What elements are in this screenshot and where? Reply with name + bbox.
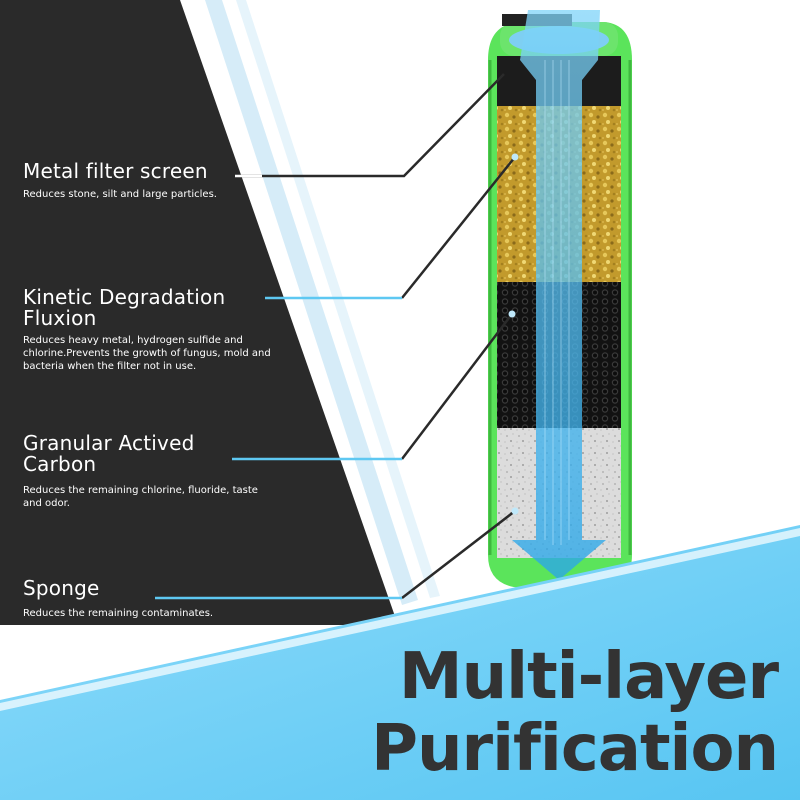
layer-title-sponge: Sponge (23, 576, 100, 600)
filter-cartridge (488, 10, 632, 588)
stripe-left (205, 0, 418, 605)
headline-line1: Multi-layer (398, 640, 779, 714)
layer-desc-metal-filter: Reduces stone, silt and large particles. (23, 189, 217, 200)
layer-desc-kdf: Reduces heavy metal, hydrogen sulfide an… (23, 335, 271, 372)
bottom-band (0, 525, 800, 800)
layer-desc-granular-carbon: Reduces the remaining chlorine, fluoride… (23, 485, 258, 509)
layer-title-kdf: Kinetic Degradation Fluxion (23, 285, 226, 330)
layer-desc-sponge: Reduces the remaining contaminates. (23, 608, 214, 619)
dark-panel (0, 0, 398, 625)
water-flow-arrow (512, 10, 606, 580)
connector-lines (235, 73, 516, 599)
headline-line2: Purification (371, 712, 779, 786)
layer-title-metal-filter: Metal filter screen (23, 159, 208, 183)
layer-title-granular-carbon: Granular Actived Carbon (23, 431, 195, 476)
